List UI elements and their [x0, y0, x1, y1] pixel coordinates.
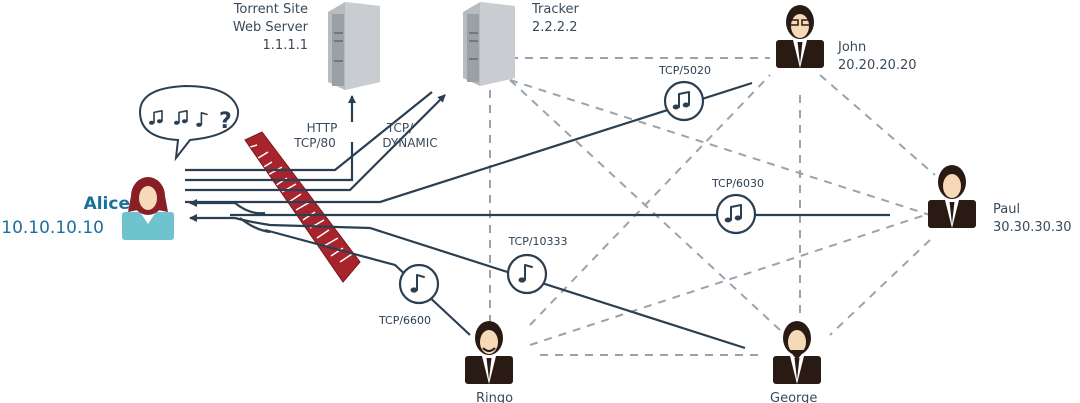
ringo-port-label: TCP/6600 [378, 314, 431, 327]
web-server-title-2: Web Server [233, 20, 309, 35]
john-ip: 20.20.20.20 [838, 58, 917, 73]
tracker-title: Tracker [531, 2, 580, 17]
alice-avatar [122, 177, 174, 240]
john-music-badge [663, 80, 705, 122]
tracker-conn-port-label: DYNAMIC [382, 136, 437, 150]
john-avatar [776, 5, 824, 68]
paul-name: Paul [993, 202, 1020, 217]
alice-name: Alice [84, 194, 130, 214]
http-port-label: TCP/80 [293, 136, 336, 150]
ringo-music-badge [398, 263, 440, 305]
george-port-label: TCP/10333 [507, 235, 567, 248]
john-name: John [837, 40, 866, 55]
tracker-ip: 2.2.2.2 [532, 20, 577, 35]
george-music-badge [506, 253, 548, 295]
web-server-ip: 1.1.1.1 [263, 38, 308, 53]
web-server-icon [328, 2, 380, 90]
question-mark: ? [219, 109, 232, 134]
george-name: George [770, 391, 817, 403]
paul-ip: 30.30.30.30 [993, 220, 1072, 235]
firewall-icon [244, 131, 361, 283]
john-port-label: TCP/5020 [658, 64, 711, 77]
ringo-name: Ringo [476, 391, 513, 403]
person-icon [465, 321, 513, 384]
paul-music-badge [715, 193, 757, 235]
thought-bubble: ? [138, 84, 240, 162]
web-server-title-1: Torrent Site [233, 2, 308, 17]
alice-ip: 10.10.10.10 [1, 218, 104, 238]
http-label: HTTP [307, 121, 338, 135]
ringo-avatar [465, 321, 513, 384]
tracker-conn-label: TCP/ [386, 121, 414, 135]
connection-lines [185, 81, 890, 350]
tracker-server-icon [463, 2, 515, 86]
peer-mesh [489, 57, 936, 356]
person-icon [776, 5, 824, 68]
paul-port-label: TCP/6030 [711, 177, 764, 190]
george-avatar [773, 321, 821, 384]
